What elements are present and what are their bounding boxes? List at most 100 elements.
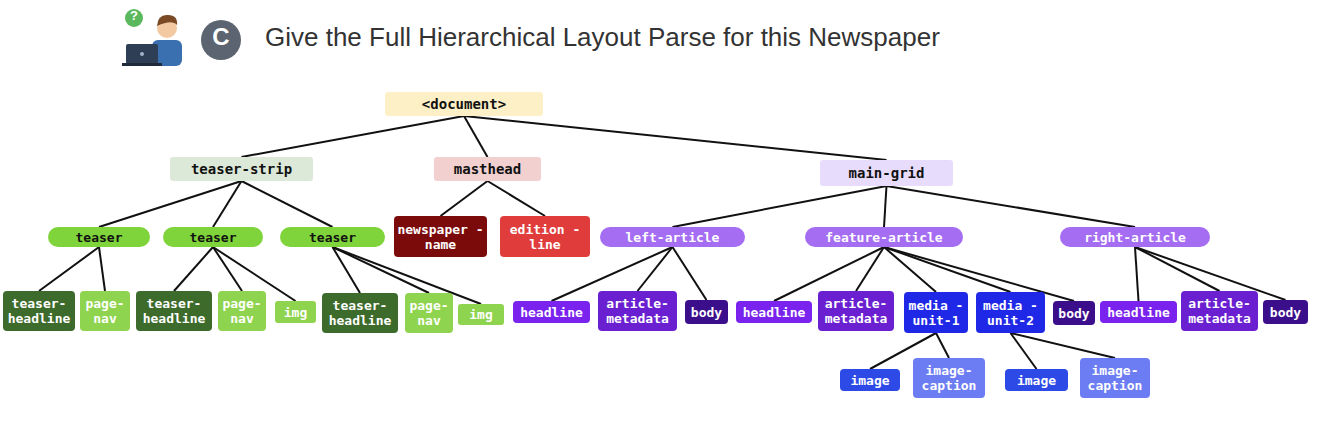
tree-node: body <box>685 300 728 324</box>
laptop <box>126 44 158 64</box>
tree-node: teaser- headline <box>3 291 75 331</box>
node-label: newspaper -name <box>397 222 484 252</box>
node-label: body <box>1058 306 1089 321</box>
node-label: media -unit-2 <box>979 298 1042 328</box>
tree-node: left-article <box>600 227 745 247</box>
tree-node: page- nav <box>405 293 453 333</box>
tree-node: article- metadata <box>598 291 677 331</box>
tree-node: image <box>840 369 900 391</box>
tree-node: page- nav <box>80 291 130 331</box>
person-hair <box>157 15 177 26</box>
node-label: masthead <box>454 162 521 177</box>
tree-connector <box>242 116 465 157</box>
tree-node: article- metadata <box>1181 291 1258 331</box>
tree-node: masthead <box>434 157 541 181</box>
node-label: edition -line <box>503 222 587 252</box>
node-label: teaser- headline <box>139 296 209 326</box>
user-icon <box>122 9 182 66</box>
node-label: main-grid <box>849 166 925 181</box>
node-label: image- caption <box>1083 363 1147 393</box>
node-label: img <box>284 305 307 320</box>
node-label: teaser- headline <box>6 296 72 326</box>
tree-connector <box>39 247 99 291</box>
tree-node: edition -line <box>500 216 590 257</box>
tree-connector <box>464 116 887 160</box>
node-label: feature-article <box>825 230 942 245</box>
question-bubble <box>125 9 143 27</box>
tree-connector <box>884 186 887 227</box>
tree-connector <box>1135 247 1220 291</box>
tree-node: body <box>1263 300 1308 324</box>
tree-connector <box>936 333 949 358</box>
node-label: body <box>1270 305 1301 320</box>
tree-connector <box>673 186 887 227</box>
tree-connector <box>856 247 884 291</box>
tree-node: image- caption <box>1080 358 1150 398</box>
node-label: body <box>691 305 722 320</box>
node-label: headline <box>520 305 583 320</box>
tree-connector <box>1011 333 1116 358</box>
tree-node: headline <box>736 301 812 323</box>
tree-connector <box>441 181 488 216</box>
tree-node: newspaper -name <box>394 216 487 257</box>
tree-node: page- nav <box>218 291 266 331</box>
node-label: headline <box>1107 305 1170 320</box>
tree-node: body <box>1053 301 1095 325</box>
node-label: article- metadata <box>821 296 891 326</box>
tree-node: article- metadata <box>818 291 894 331</box>
tree-connector <box>488 181 546 216</box>
tree-node: image- caption <box>913 358 985 398</box>
tree-connector <box>464 116 488 157</box>
node-label: teaser <box>190 230 237 245</box>
tree-node: headline <box>1100 301 1177 323</box>
laptop-base <box>122 63 162 66</box>
node-label: img <box>469 307 492 322</box>
node-label: headline <box>743 305 806 320</box>
page-title: Give the Full Hierarchical Layout Parse … <box>265 22 940 53</box>
tree-node: <document> <box>385 92 543 116</box>
node-label: article- metadata <box>1184 296 1255 326</box>
node-label: image <box>1017 373 1056 388</box>
tree-node: teaser <box>280 227 385 247</box>
node-label: teaser-strip <box>191 162 292 177</box>
node-label: image- caption <box>916 363 982 393</box>
tree-connector <box>242 181 333 227</box>
tree-connector <box>884 247 1011 292</box>
tree-node: media -unit-1 <box>904 292 968 333</box>
avatar-circle <box>201 20 241 60</box>
tree-node: image <box>1005 369 1068 391</box>
tree-connector <box>673 247 707 300</box>
tree-node: headline <box>513 301 590 323</box>
tree-connector <box>638 247 673 291</box>
tree-node: img <box>458 304 504 325</box>
tree-node: teaser <box>163 227 263 247</box>
node-label: right-article <box>1084 230 1186 245</box>
tree-node: teaser-strip <box>170 157 313 181</box>
node-label: teaser <box>309 230 356 245</box>
tree-connector <box>99 247 105 291</box>
node-label: page- nav <box>83 296 127 326</box>
node-label: teaser <box>76 230 123 245</box>
node-label: page- nav <box>408 298 450 328</box>
tree-connector <box>1135 247 1139 301</box>
avatar-letter: C <box>201 25 241 49</box>
tree-connector <box>213 247 242 291</box>
tree-connector <box>174 247 213 291</box>
node-label: teaser- headline <box>325 298 395 328</box>
node-label: page- nav <box>221 296 263 326</box>
tree-node: img <box>275 301 316 323</box>
node-label: article- metadata <box>601 296 674 326</box>
node-label: left-article <box>626 230 720 245</box>
node-label: media -unit-1 <box>907 298 965 328</box>
tree-node: teaser- headline <box>322 293 398 333</box>
tree-connector <box>213 181 242 227</box>
tree-node: media -unit-2 <box>976 292 1045 333</box>
laptop-logo <box>140 52 144 56</box>
node-label: <document> <box>422 97 506 112</box>
node-label: image <box>850 373 889 388</box>
tree-node: teaser- headline <box>136 291 212 331</box>
question-mark: ? <box>126 9 142 22</box>
tree-node: feature-article <box>805 227 963 247</box>
tree-node: main-grid <box>820 160 953 186</box>
